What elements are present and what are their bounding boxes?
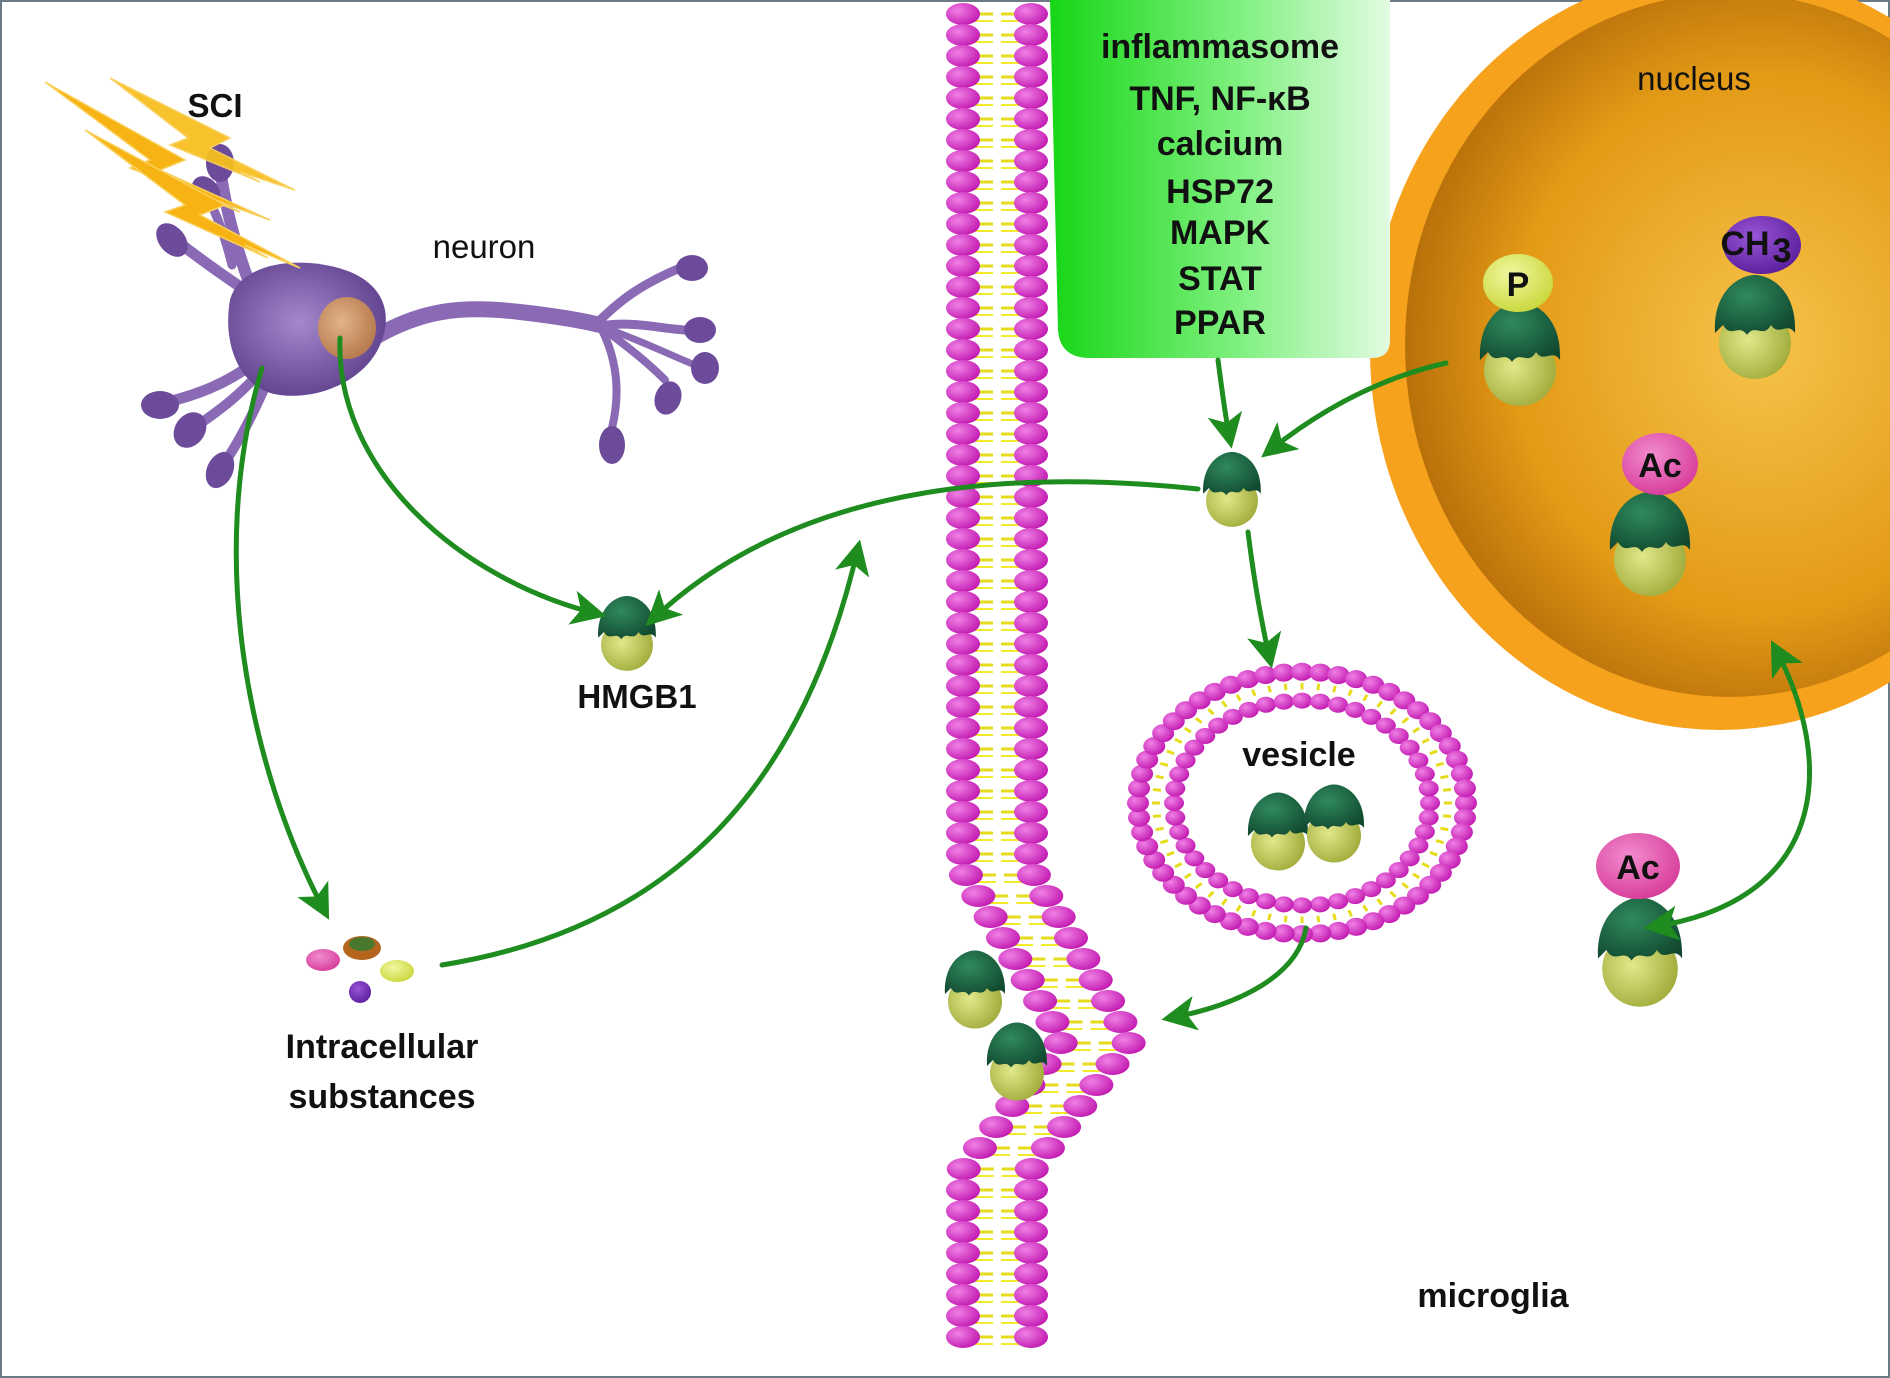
signal-mapk: MAPK <box>1170 214 1271 252</box>
hmgb1-secreted-2 <box>986 1022 1048 1101</box>
acetyl-group-free: Ac <box>1596 833 1680 899</box>
arrow-neuron-to-intracellular <box>233 365 330 920</box>
acetyl-label-free: Ac <box>1616 849 1659 887</box>
nucleus-label: nucleus <box>1637 60 1751 97</box>
arrow-intracellular-to-membrane <box>439 539 870 968</box>
signaling-panel <box>1050 0 1390 358</box>
vesicle-membrane <box>1127 662 1477 944</box>
microglia-label: microglia <box>1417 1277 1569 1315</box>
arrows <box>233 335 1812 1031</box>
neuron-cell <box>141 144 719 489</box>
signal-ppar: PPAR <box>1174 304 1266 342</box>
vesicle-label: vesicle <box>1242 736 1355 774</box>
intracellular-label-line1: Intracellular <box>286 1028 479 1066</box>
acetyl-group-nucleus: Ac <box>1622 433 1698 495</box>
phosphate-group: P <box>1483 254 1553 312</box>
acetyl-label-nucleus: Ac <box>1638 447 1681 485</box>
hmgb1-free-acetyl <box>1597 897 1683 1007</box>
signal-hsp72: HSP72 <box>1166 173 1274 211</box>
signal-stat: STAT <box>1178 260 1262 298</box>
phosphate-label: P <box>1507 266 1530 304</box>
sci-label: SCI <box>187 87 242 124</box>
arrow-cytoplasm-to-hmgb1 <box>645 479 1201 627</box>
arrow-signals-to-hmgb1 <box>1207 357 1243 449</box>
hmgb1-nucleus-acetyl <box>1609 492 1691 596</box>
arrow-vesicle-to-membrane <box>1161 925 1309 1031</box>
hmgb1-vesicle-1 <box>1247 792 1309 871</box>
hmgb1-cytoplasm <box>1203 452 1261 527</box>
signal-calcium: calcium <box>1157 125 1284 163</box>
arrow-hmgb1-to-vesicle <box>1245 529 1282 669</box>
hmgb1-nucleus-methyl <box>1714 275 1796 379</box>
signal-tnf-nfkb: TNF, NF-κB <box>1129 80 1310 118</box>
methyl-subscript: 3 <box>1773 232 1792 270</box>
arrow-nucleus-to-hmgb1 <box>1261 360 1449 458</box>
hmgb1-secreted-1 <box>944 950 1006 1029</box>
intracellular-label-line2: substances <box>288 1078 475 1116</box>
neuron-label: neuron <box>433 228 536 265</box>
arrow-neuron-to-hmgb1 <box>337 335 607 625</box>
hmgb1-label: HMGB1 <box>577 678 696 715</box>
sci-lightning-icon <box>44 77 301 269</box>
methyl-group: CH 3 <box>1720 216 1801 274</box>
hmgb1-vesicle-2 <box>1303 784 1365 863</box>
arrow-nucleus-acetyl-bidirectional <box>1643 640 1812 941</box>
hmgb1-nucleus-phospho <box>1479 302 1561 406</box>
hmgb1-free-neuron-side <box>598 596 656 671</box>
methyl-label: CH <box>1720 225 1769 263</box>
signal-inflammasome: inflammasome <box>1101 28 1339 66</box>
intracellular-substances-cluster <box>306 936 414 1003</box>
signaling-list: inflammasome TNF, NF-κB calcium HSP72 MA… <box>1101 28 1339 342</box>
nucleus <box>1370 0 1890 730</box>
